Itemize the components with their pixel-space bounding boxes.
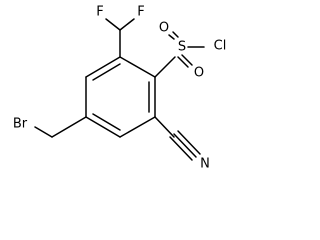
- chemical-structure-diagram: F F S Cl O O Br N: [13, 5, 227, 172]
- bond-cn-triple-3: [169, 136, 193, 161]
- bond-ch2-br: [34, 126, 53, 138]
- atom-cl: Cl: [214, 39, 227, 54]
- ring-bond-c3-c4: [119, 116, 156, 138]
- atom-o1: O: [159, 21, 169, 36]
- atom-n: N: [200, 157, 210, 172]
- atom-o2: O: [194, 66, 204, 81]
- ring-bond-c4-c5: [85, 116, 121, 138]
- bond-s-o1-a: [168, 34, 175, 40]
- bond-s-o2-b: [181, 54, 193, 66]
- bond-ring-ch2: [51, 116, 87, 138]
- bond-ring-cn: [154, 116, 175, 138]
- benzene-ring: [85, 56, 156, 138]
- atom-f1: F: [96, 5, 103, 20]
- atom-br: Br: [13, 117, 28, 132]
- ring-bond-c6-c1: [85, 56, 121, 78]
- bond-ring-s: [154, 56, 176, 78]
- bond-s-o1-b: [172, 31, 179, 38]
- atom-f2: F: [137, 5, 144, 20]
- ring-double-bond-c6-c1: [92, 63, 121, 81]
- bond-s-o2-a: [177, 56, 189, 68]
- bond-chf2-f1: [105, 18, 121, 31]
- ring-double-bond-c4-c5: [92, 113, 121, 131]
- bond-chf2-f2: [119, 18, 135, 31]
- bond-cn-triple-2: [177, 130, 201, 155]
- ring-bond-c1-c2: [119, 56, 156, 78]
- bond-cn-triple-1: [173, 133, 197, 158]
- atom-s: S: [178, 40, 186, 55]
